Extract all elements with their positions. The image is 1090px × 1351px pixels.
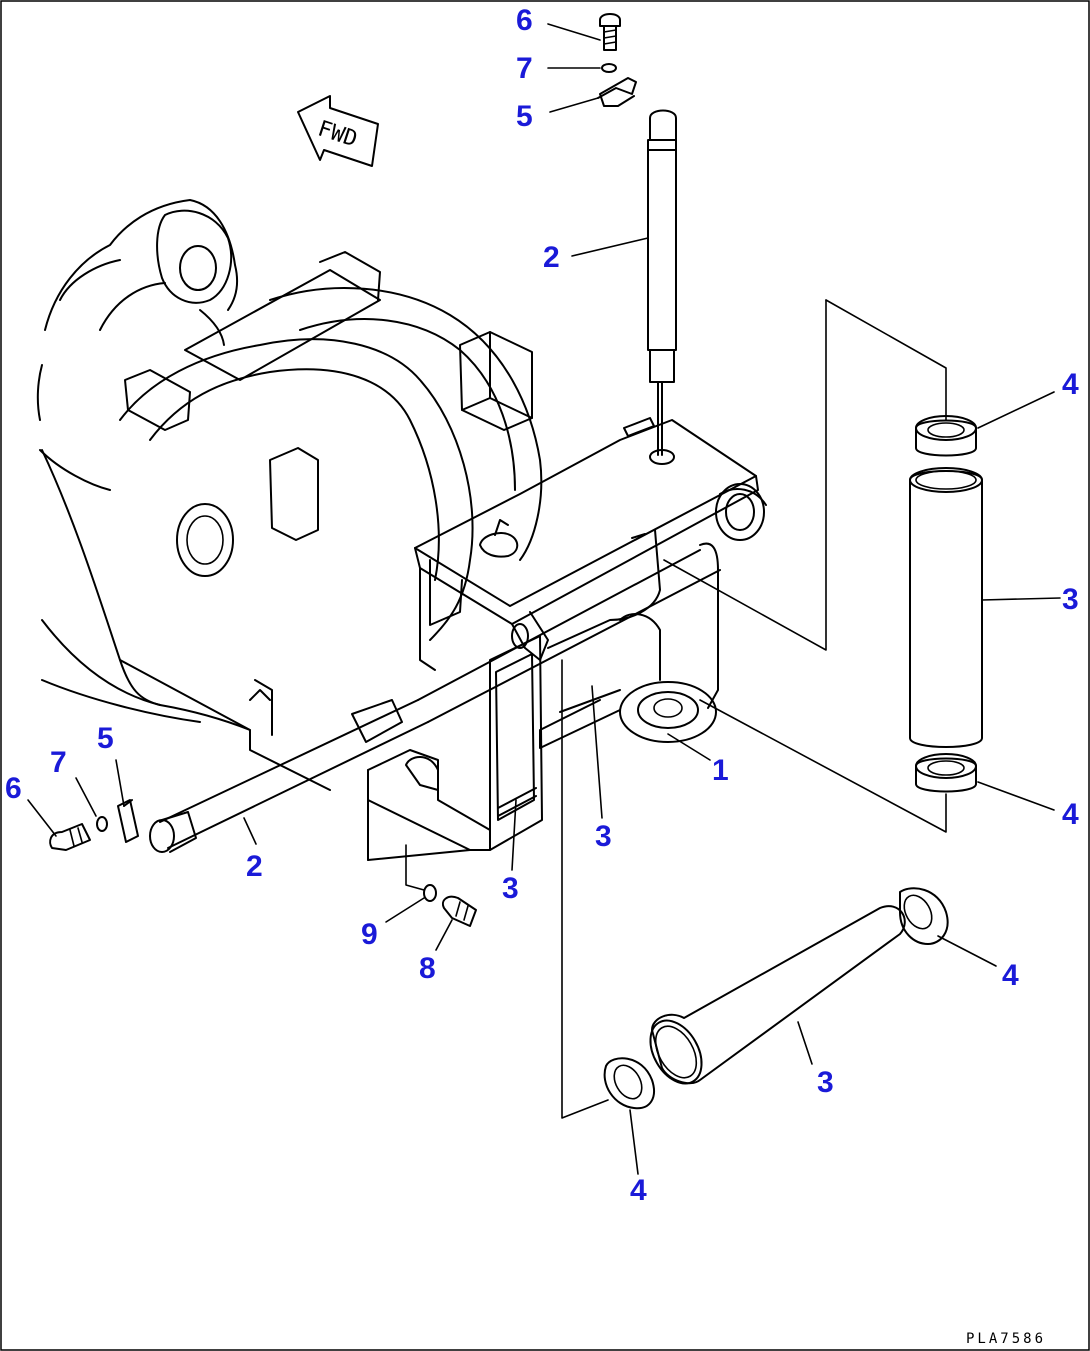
callout-4-mid: 4 bbox=[1062, 798, 1079, 831]
callout-3-bottom: 3 bbox=[817, 1066, 834, 1099]
lower-right-bushings bbox=[603, 887, 949, 1110]
callout-6-top: 6 bbox=[516, 4, 533, 37]
rod-diagonal bbox=[149, 549, 721, 853]
fwd-label: FWD bbox=[315, 116, 361, 152]
callouts: 6 7 5 2 4 3 4 1 3 3 5 7 6 2 9 8 4 3 4 bbox=[5, 4, 1079, 1207]
callout-5-top: 5 bbox=[516, 100, 533, 133]
callout-1: 1 bbox=[712, 754, 729, 787]
callout-4-bottom: 4 bbox=[630, 1174, 647, 1207]
leader-lines bbox=[27, 23, 1061, 1175]
callout-3-center: 3 bbox=[595, 820, 612, 853]
cylinder-bracket bbox=[367, 417, 767, 861]
callout-2-top: 2 bbox=[543, 241, 560, 274]
callout-7-left: 7 bbox=[50, 746, 67, 779]
callout-4-upper: 4 bbox=[1062, 368, 1079, 401]
left-fasteners bbox=[49, 799, 139, 851]
drawing-code: PLA7586 bbox=[966, 1331, 1046, 1347]
callout-7-top: 7 bbox=[516, 52, 533, 85]
callout-9: 9 bbox=[361, 918, 378, 951]
callout-2-left: 2 bbox=[246, 850, 263, 883]
callout-3-low: 3 bbox=[502, 872, 519, 905]
bottom-fasteners bbox=[423, 884, 477, 927]
callout-8: 8 bbox=[419, 952, 436, 985]
callout-4-lower: 4 bbox=[1002, 959, 1019, 992]
callout-6-left: 6 bbox=[5, 772, 22, 805]
top-fasteners bbox=[597, 13, 637, 107]
gas-spring bbox=[647, 109, 677, 456]
upper-right-bushings bbox=[909, 415, 983, 793]
assembly-lines bbox=[405, 299, 947, 1119]
fwd-arrow: FWD bbox=[297, 95, 379, 167]
callout-5-left: 5 bbox=[97, 722, 114, 755]
transmission-housing bbox=[36, 199, 543, 791]
callout-3-right: 3 bbox=[1062, 583, 1079, 616]
